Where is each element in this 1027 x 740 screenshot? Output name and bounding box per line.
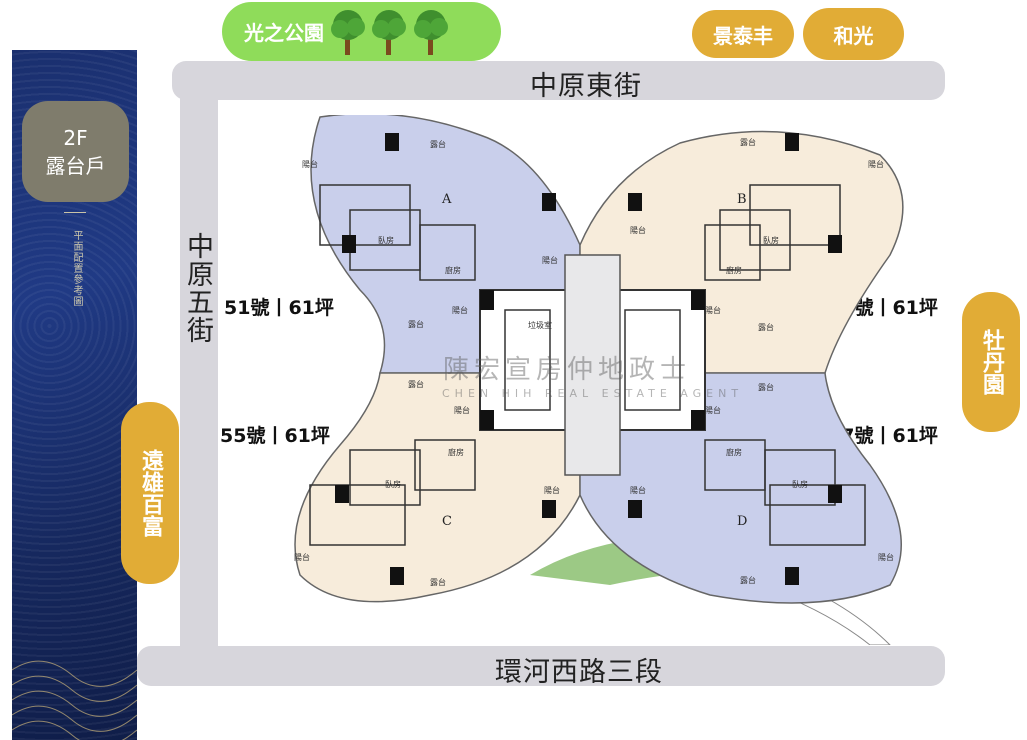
road-top <box>172 61 945 100</box>
unit-label-55: 55號丨61坪 <box>220 425 330 447</box>
banner-caption: 平面配置參考圖 <box>71 230 82 307</box>
watermark-name: 陳宏宣房仲地政士 <box>443 355 692 385</box>
divider <box>64 212 86 213</box>
landmark-heguang: 和光 <box>803 8 904 60</box>
floor-badge-type: 露台戶 <box>45 153 106 178</box>
waste-room-label: 垃圾室 <box>528 320 552 330</box>
landmark-park: 光之公園 <box>222 2 501 61</box>
road-label-huanhe-west: 環河西路三段 <box>495 657 663 688</box>
balcony-label: 陽台 <box>294 552 310 562</box>
terrace-label: 露台 <box>408 319 424 329</box>
road-label-zhongyuan-fifth: 中原五街 <box>182 232 213 344</box>
corridor <box>564 254 621 476</box>
terrace-label: 露台 <box>758 322 774 332</box>
unit-label-57: 57號丨61坪 <box>828 425 938 447</box>
balcony-label: 陽台 <box>705 405 721 415</box>
balcony-label: 陽台 <box>452 305 468 315</box>
bedroom-label: 臥房 <box>763 235 779 245</box>
floor-badge: 2F 露台戶 <box>22 101 129 202</box>
tree-icon <box>331 9 448 55</box>
balcony-label: 陽台 <box>630 225 646 235</box>
floor-badge-floor: 2F <box>63 125 88 150</box>
unit-label-51: 51號丨61坪 <box>224 297 334 319</box>
balcony-label: 陽台 <box>868 159 884 169</box>
landmark-yuanxiong: 遠雄百富 <box>121 402 179 584</box>
balcony-label: 陽台 <box>302 159 318 169</box>
terrace-label: 露台 <box>430 577 446 587</box>
balcony-label: 陽台 <box>705 305 721 315</box>
terrace-label: 露台 <box>740 137 756 147</box>
floor-plan: A B C D 陽台 露台 陽台 露台 陽台 臥房 廚房 露台 陽台 陽台 露台… <box>294 115 904 645</box>
landmark-jingtaifeng: 景泰丰 <box>692 10 794 58</box>
landmark-park-label: 光之公園 <box>244 21 324 45</box>
bedroom-label: 臥房 <box>385 479 401 489</box>
terrace-label: 露台 <box>408 379 424 389</box>
balcony-label: 陽台 <box>544 485 560 495</box>
landmark-mudanyuan: 牡丹園 <box>962 292 1020 432</box>
unit-d-letter: D <box>737 514 747 529</box>
kitchen-label: 廚房 <box>726 265 742 275</box>
terrace-label: 露台 <box>740 575 756 585</box>
watermark-subtitle: CHEN HIH REAL ESTATE AGENT <box>442 387 744 400</box>
terrace-label: 露台 <box>430 139 446 149</box>
bedroom-label: 臥房 <box>792 479 808 489</box>
balcony-label: 陽台 <box>630 485 646 495</box>
kitchen-label: 廚房 <box>445 265 461 275</box>
unit-b-letter: B <box>737 192 747 207</box>
road-label-zhongyuan-east: 中原東街 <box>530 71 642 102</box>
kitchen-label: 廚房 <box>448 447 464 457</box>
balcony-label: 陽台 <box>878 552 894 562</box>
wave-pattern-icon <box>12 660 137 740</box>
unit-a-letter: A <box>441 192 452 207</box>
balcony-label: 陽台 <box>542 255 558 265</box>
terrace-label: 露台 <box>758 382 774 392</box>
balcony-label: 陽台 <box>454 405 470 415</box>
road-bottom <box>137 646 945 686</box>
kitchen-label: 廚房 <box>726 447 742 457</box>
unit-c-letter: C <box>442 514 452 529</box>
road-left <box>180 97 218 657</box>
bedroom-label: 臥房 <box>378 235 394 245</box>
